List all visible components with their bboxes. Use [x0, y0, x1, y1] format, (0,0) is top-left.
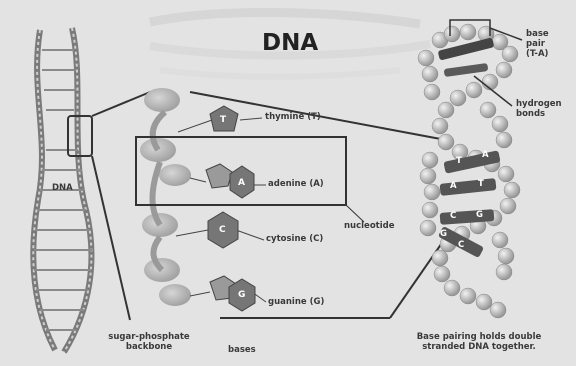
- nucleotide-label: nucleotide: [344, 222, 395, 232]
- guanine-label: guanine (G): [268, 298, 324, 308]
- backbone-label: sugar-phosphate backbone: [106, 333, 192, 353]
- dna-label: DNA: [52, 184, 73, 194]
- rung-1-left: T: [456, 157, 462, 167]
- base-G-shape: [210, 276, 255, 311]
- bases-label: bases: [228, 346, 256, 356]
- rung-2-left: A: [450, 182, 457, 192]
- base-letter-t: T: [220, 115, 226, 125]
- base-letter-c: C: [219, 225, 226, 235]
- base-label-connectors: [176, 118, 266, 302]
- hydrogen-bonds-label: hydrogen bonds: [516, 100, 562, 120]
- nucleotide-pointer: [346, 205, 364, 222]
- base-letter-a: A: [238, 178, 245, 188]
- cytosine-label: cytosine (C): [266, 235, 323, 245]
- rung-2-right: T: [478, 180, 484, 190]
- rung-3-right: G: [476, 211, 483, 221]
- base-pair-label: base pair (T-A): [526, 30, 549, 59]
- rung-3-left: C: [450, 212, 456, 222]
- base-letter-g: G: [238, 290, 245, 300]
- caption: Base pairing holds double stranded DNA t…: [404, 333, 554, 353]
- rung-4-right: C: [458, 241, 464, 251]
- double-helix: [418, 24, 520, 318]
- adenine-label: adenine (A): [268, 180, 324, 190]
- thymine-label: thymine (T): [265, 113, 321, 123]
- rung-4-left: G: [440, 230, 447, 240]
- diagram-title: DNA: [262, 30, 318, 56]
- rung-1-right: A: [482, 151, 489, 161]
- backbone-blobs: [140, 88, 191, 306]
- base-A-shape: [206, 164, 254, 198]
